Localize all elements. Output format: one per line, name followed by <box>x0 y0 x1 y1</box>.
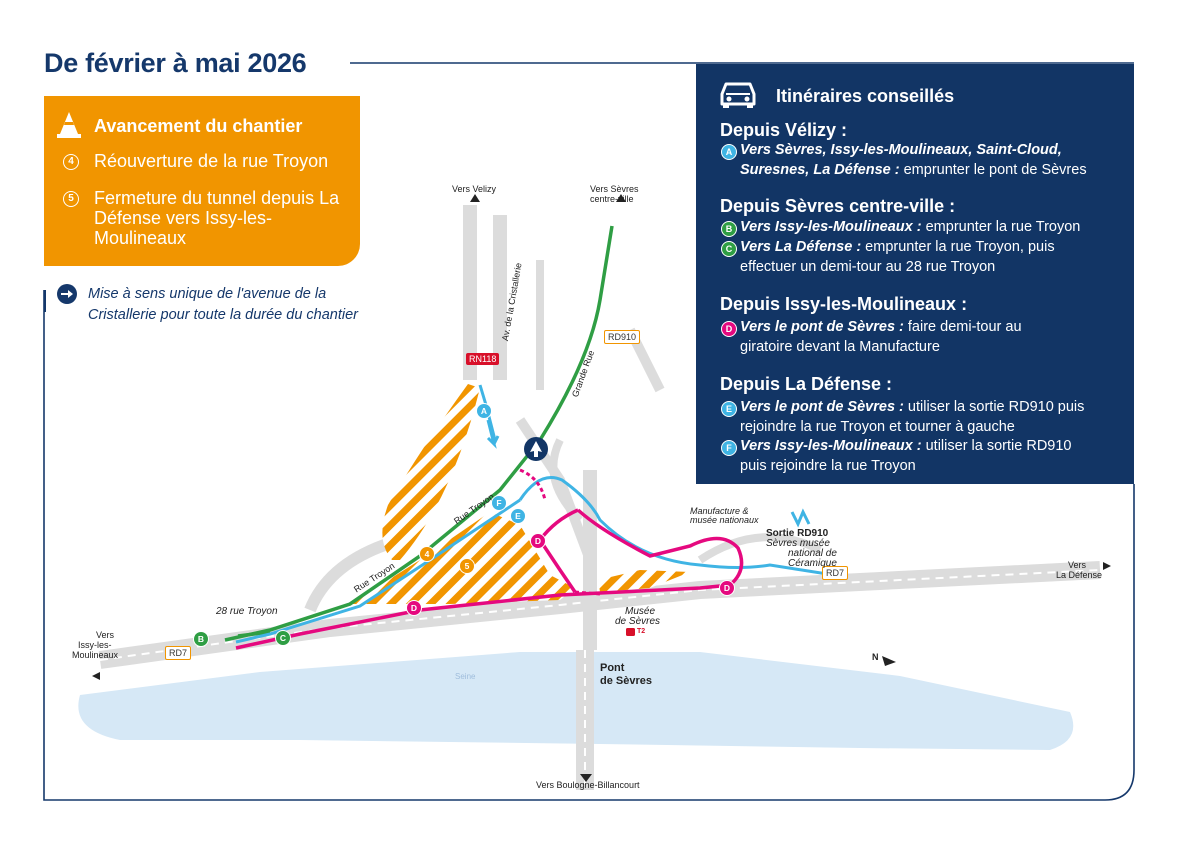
one-way-arrow-icon <box>524 437 548 461</box>
route-lightblue-arrow <box>486 419 500 449</box>
marker-works-4: 4 <box>419 546 435 562</box>
label-vers-defense: Vers <box>1068 560 1087 570</box>
label-musee-sevres: de Sèvres <box>615 616 661 627</box>
marker-d: D <box>406 600 422 616</box>
traffic-cone-icon <box>57 112 81 138</box>
label-sevres-musee: Sèvres musée <box>766 538 830 549</box>
marker-f: F <box>491 495 507 511</box>
road-tag-rd7: RD7 <box>165 646 192 660</box>
itineraries-heading: Itinéraires conseillés <box>776 86 955 106</box>
work-zone-upper <box>382 384 480 560</box>
route-description: Vers le pont de Sèvres : faire demi-tour… <box>740 319 1022 355</box>
marker-a: A <box>476 403 492 419</box>
works-item-text: Fermeture du tunnel depuis La Défense ve… <box>94 188 340 248</box>
works-item-number: 4 <box>63 154 79 170</box>
marker-d: D <box>719 580 735 596</box>
label-sortie-rd910: Sortie RD910 <box>766 528 829 539</box>
notice-text: Mise à sens unique de l'avenue de la Cri… <box>88 286 359 323</box>
direction-arrows <box>92 194 1111 782</box>
marker-works-5: 5 <box>459 558 475 574</box>
label-centre-ville: centre-ville <box>590 194 634 204</box>
marker-e: E <box>510 508 526 524</box>
section-title: Depuis Vélizy : <box>720 120 848 140</box>
page-frame <box>43 62 1135 801</box>
marker-d: D <box>530 533 546 549</box>
label-sevres-musee: Céramique <box>788 558 837 569</box>
label-pont-sevres: Pont <box>600 662 625 674</box>
route-badge-e: E <box>721 401 737 417</box>
route-green <box>224 225 614 642</box>
route-badge-b: B <box>721 221 737 237</box>
route-badge-c: C <box>721 241 737 257</box>
work-zone-right <box>598 570 690 592</box>
seine-river <box>78 652 1074 750</box>
itineraries-panel: Itinéraires conseillés Depuis Vélizy : A… <box>696 64 1134 484</box>
label-vers-issy: Moulineaux <box>72 650 119 660</box>
road-tag-rn118: RN118 <box>466 353 500 365</box>
section-title: Depuis Sèvres centre-ville : <box>720 196 956 216</box>
marker-c: C <box>275 630 291 646</box>
label-vers-boulogne: Vers Boulogne-Billancourt <box>536 780 640 790</box>
route-description: Vers Sèvres, Issy-les-Moulineaux, Saint-… <box>740 142 1087 178</box>
manufacture-icon <box>790 508 811 528</box>
page-title: De février à mai 2026 <box>44 48 307 78</box>
label-sevres-musee: national de <box>788 548 837 559</box>
section-title: Depuis La Défense : <box>720 374 893 394</box>
label-manufacture: musée nationaux <box>690 515 759 525</box>
route-badge-a: A <box>721 144 737 160</box>
route-description: Vers le pont de Sèvres : utiliser la sor… <box>740 399 1085 435</box>
works-heading: Avancement du chantier <box>94 116 303 136</box>
label-pont-sevres: de Sèvres <box>600 675 652 687</box>
notice-divider <box>44 290 46 312</box>
label-manufacture: Manufacture & <box>690 506 749 516</box>
road-tag-rd910: RD910 <box>604 330 641 344</box>
label-28-rue-troyon: 28 rue Troyon <box>216 606 278 617</box>
tram-icon <box>626 628 635 636</box>
route-badge-d: D <box>721 321 737 337</box>
road-tag-rd7: RD7 <box>822 566 849 580</box>
right-arrow-icon <box>57 284 77 304</box>
route-description: Vers Issy-les-Moulineaux : emprunter la … <box>740 219 1081 235</box>
route-description: Vers La Défense : emprunter la rue Troyo… <box>740 239 1055 275</box>
label-vers-sevres: Vers Sèvres <box>590 184 639 194</box>
label-vers-velizy: Vers Velizy <box>452 184 497 194</box>
works-item-text: Réouverture de la rue Troyon <box>94 151 329 171</box>
label-vers-defense: La Défense <box>1056 570 1103 580</box>
works-panel: Avancement du chantier 4 Réouverture de … <box>44 96 360 266</box>
label-seine: Seine <box>455 672 476 681</box>
route-description: Vers Issy-les-Moulineaux : utiliser la s… <box>740 438 1072 474</box>
route-badge-f: F <box>721 440 737 456</box>
label-vers-issy: Issy-les- <box>78 640 112 650</box>
route-magenta-dashed <box>519 468 601 596</box>
section-title: Depuis Issy-les-Moulineaux : <box>720 294 968 314</box>
route-green-arrow <box>237 630 271 638</box>
marker-b: B <box>193 631 209 647</box>
label-vers-issy: Vers <box>95 630 114 640</box>
label-musee-sevres: Musée <box>625 606 656 617</box>
car-icon <box>720 82 756 108</box>
works-item-number: 5 <box>63 191 79 207</box>
label-t2: T2 <box>637 628 646 635</box>
label-north: N <box>872 652 879 662</box>
north-arrow-icon <box>882 656 896 666</box>
